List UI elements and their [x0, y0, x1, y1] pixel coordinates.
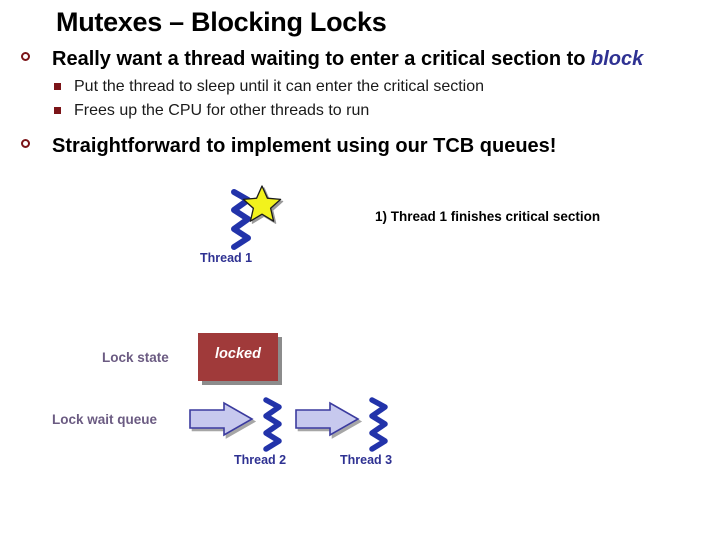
star-icon: [242, 185, 282, 222]
annotation-step-1: 1) Thread 1 finishes critical section: [375, 209, 601, 224]
bullet-item-4-text: Straightforward to implement using our T…: [52, 135, 557, 157]
bullet-item-3-text: Frees up the CPU for other threads to ru…: [74, 102, 370, 119]
hollow-circle-bullet-icon: [21, 52, 30, 61]
hollow-circle-bullet-icon: [21, 139, 30, 148]
bullet-item-1-emphasis: block: [591, 48, 644, 70]
bullet-item-2-text: Put the thread to sleep until it can ent…: [74, 78, 485, 95]
bullet-item-2: Put the thread to sleep until it can ent…: [14, 75, 714, 99]
lock-state-box: locked: [198, 333, 278, 381]
thread1-label: Thread 1: [200, 251, 253, 265]
square-bullet-icon: [54, 107, 61, 114]
queue-arrow-2-icon: [295, 401, 360, 437]
page-title: Mutexes – Blocking Locks: [56, 7, 387, 37]
thread3-squiggle-icon: [369, 397, 388, 452]
lock-wait-queue-label: Lock wait queue: [52, 412, 158, 427]
lock-state-label: Lock state: [102, 350, 169, 365]
thread1-squiggle-icon: [231, 189, 251, 250]
thread3-label: Thread 3: [340, 453, 393, 467]
bullet-item-1-text: Really want a thread waiting to enter a …: [52, 48, 592, 70]
bullet-list: Really want a thread waiting to enter a …: [14, 46, 714, 162]
bullet-item-1: Really want a thread waiting to enter a …: [14, 46, 714, 72]
thread2-label: Thread 2: [234, 453, 287, 467]
square-bullet-icon: [54, 83, 61, 90]
thread2-squiggle-icon: [263, 397, 282, 452]
queue-arrow-1-icon: [189, 401, 254, 437]
bullet-item-4: Straightforward to implement using our T…: [14, 133, 714, 159]
bullet-item-3: Frees up the CPU for other threads to ru…: [14, 99, 714, 123]
lock-state-value: locked: [215, 346, 261, 362]
